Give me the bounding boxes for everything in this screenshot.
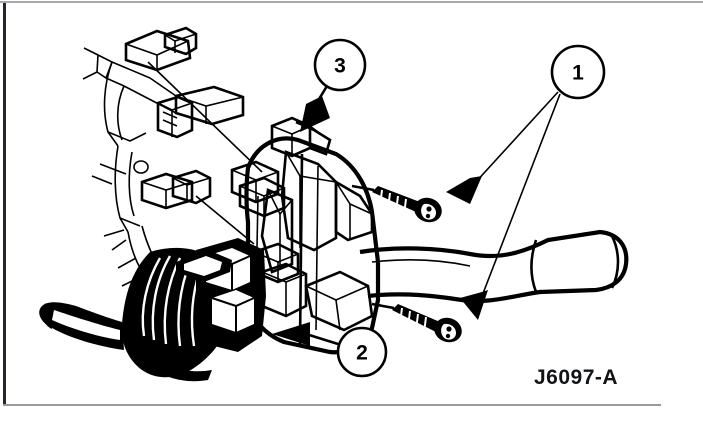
part-mounting-screw-lower (371, 302, 462, 343)
callout-1-ring (550, 44, 606, 100)
page-bottom-rule (3, 404, 661, 406)
part-mounting-screw-upper (351, 184, 442, 223)
callout-1-number: 1 (572, 62, 584, 85)
callout-3[interactable]: 3 (300, 38, 367, 132)
callout-3-number: 3 (334, 55, 346, 78)
part-wiring-harness-connector (39, 238, 266, 382)
callout-2-number: 2 (356, 342, 368, 365)
callout-1-leader-lower (481, 93, 561, 297)
callout-1-arrowhead-upper (446, 176, 482, 204)
page-left-border (3, 3, 6, 406)
callout-2-leader (305, 332, 339, 346)
callout-2[interactable]: 2 (272, 322, 388, 378)
callout-1-arrowhead-lower (460, 290, 488, 320)
callout-2-ring (336, 326, 388, 378)
callout-1[interactable]: 1 (446, 44, 606, 320)
callout-3-ring (313, 38, 367, 92)
figure-label: J6097-A (534, 366, 619, 389)
callout-1-leader-upper (473, 91, 559, 185)
page-top-rule (0, 1, 703, 3)
callout-2-arrowhead (272, 322, 310, 346)
callout-3-arrowhead (300, 96, 330, 132)
